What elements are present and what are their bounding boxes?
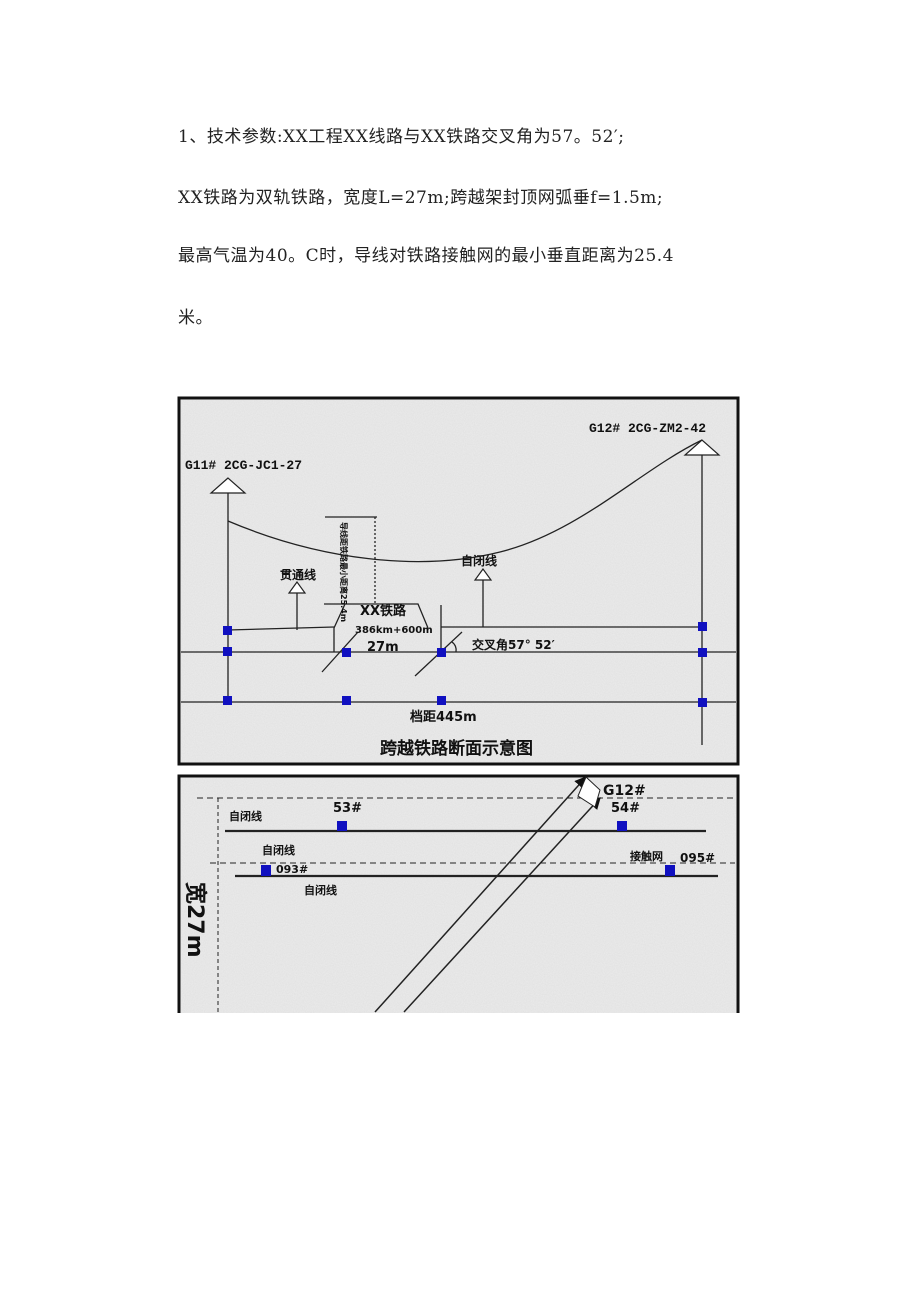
width-label: 宽27m: [182, 882, 208, 958]
pole-marker: [437, 648, 446, 657]
angle-arc: [451, 641, 457, 653]
plan-pole-markers: [261, 821, 675, 876]
pole-marker: [437, 696, 446, 705]
railway-name: XX铁路: [360, 603, 407, 619]
clearance-label: 导线距铁路最小距离25.4m: [339, 522, 349, 622]
conductor-arrow-1: [374, 776, 587, 1013]
pole-marker: [342, 696, 351, 705]
pole-54-label: 54#: [611, 801, 640, 816]
pole-marker-095: [665, 865, 675, 876]
paragraph-line-3: 最高气温为40。C时，导线对铁路接触网的最小垂直距离为25.4: [178, 246, 674, 266]
crossing-line-1: [321, 631, 359, 673]
through-line: [227, 626, 335, 631]
tower-left-label: G11# 2CG-JC1-27: [185, 458, 302, 473]
plan-crop-edge: [0, 1013, 920, 1023]
section-title: 跨越铁路断面示意图: [380, 738, 533, 759]
pole-marker: [342, 648, 351, 657]
plan-texture: [181, 778, 736, 1014]
paragraph-line-1: 1、技术参数:XX工程XX线路与XX铁路交叉角为57。52′;: [178, 127, 625, 147]
pole-marker: [698, 698, 707, 707]
railway-top: [345, 603, 429, 629]
plan-diagram: G12# 自闭线 53# 54# 自闭线 093# 接触网 095# 自闭线 宽…: [0, 774, 920, 1023]
pole-093-label: 093#: [276, 863, 308, 876]
block-line-label: 自闭线: [461, 553, 497, 568]
tower-right-label: G12# 2CG-ZM2-42: [589, 421, 706, 436]
section-texture: [181, 400, 736, 762]
pole-marker-54: [617, 821, 627, 831]
railway-left-slope: [324, 603, 347, 652]
pole-marker-53: [337, 821, 347, 831]
tower-g12-icon: [577, 776, 601, 808]
pole-marker: [223, 647, 232, 656]
tower-right-icon: [683, 439, 721, 456]
span-label: 档距445m: [410, 709, 477, 725]
block-line-mid-label: 自闭线: [262, 843, 295, 857]
tower-left-icon: [209, 477, 247, 494]
section-diagram: G11# 2CG-JC1-27 G12# 2CG-ZM2-42 导线距铁路最小距…: [177, 396, 740, 766]
pole-53-label: 53#: [333, 801, 362, 816]
block-line-arrow-icon: [473, 567, 493, 581]
conductor-sag-curve: [227, 439, 703, 563]
pole-marker: [223, 696, 232, 705]
pole-095-label: 095#: [680, 851, 715, 865]
through-line-label: 贯通线: [280, 567, 316, 582]
paragraph-line-2: XX铁路为双轨铁路，宽度L=27m;跨越架封顶网弧垂f=1.5m;: [178, 188, 664, 208]
tower-g12-label: G12#: [603, 783, 646, 799]
paragraph-line-4: 米。: [178, 308, 213, 328]
pole-markers: [223, 622, 707, 707]
pole-marker: [698, 622, 707, 631]
through-line-arrow-icon: [287, 580, 307, 594]
pole-marker: [698, 648, 707, 657]
crossing-angle-label: 交叉角57° 52′: [472, 637, 555, 652]
conductor-arrow-2: [403, 797, 601, 1013]
pole-marker-093: [261, 865, 271, 876]
railway-width: 27m: [367, 640, 399, 655]
block-line-top-label: 自闭线: [229, 809, 262, 823]
catenary-label: 接触网: [630, 849, 663, 863]
pole-marker: [223, 626, 232, 635]
block-line-bottom-label: 自闭线: [304, 883, 337, 897]
railway-mileage: 386km+600m: [355, 625, 433, 636]
